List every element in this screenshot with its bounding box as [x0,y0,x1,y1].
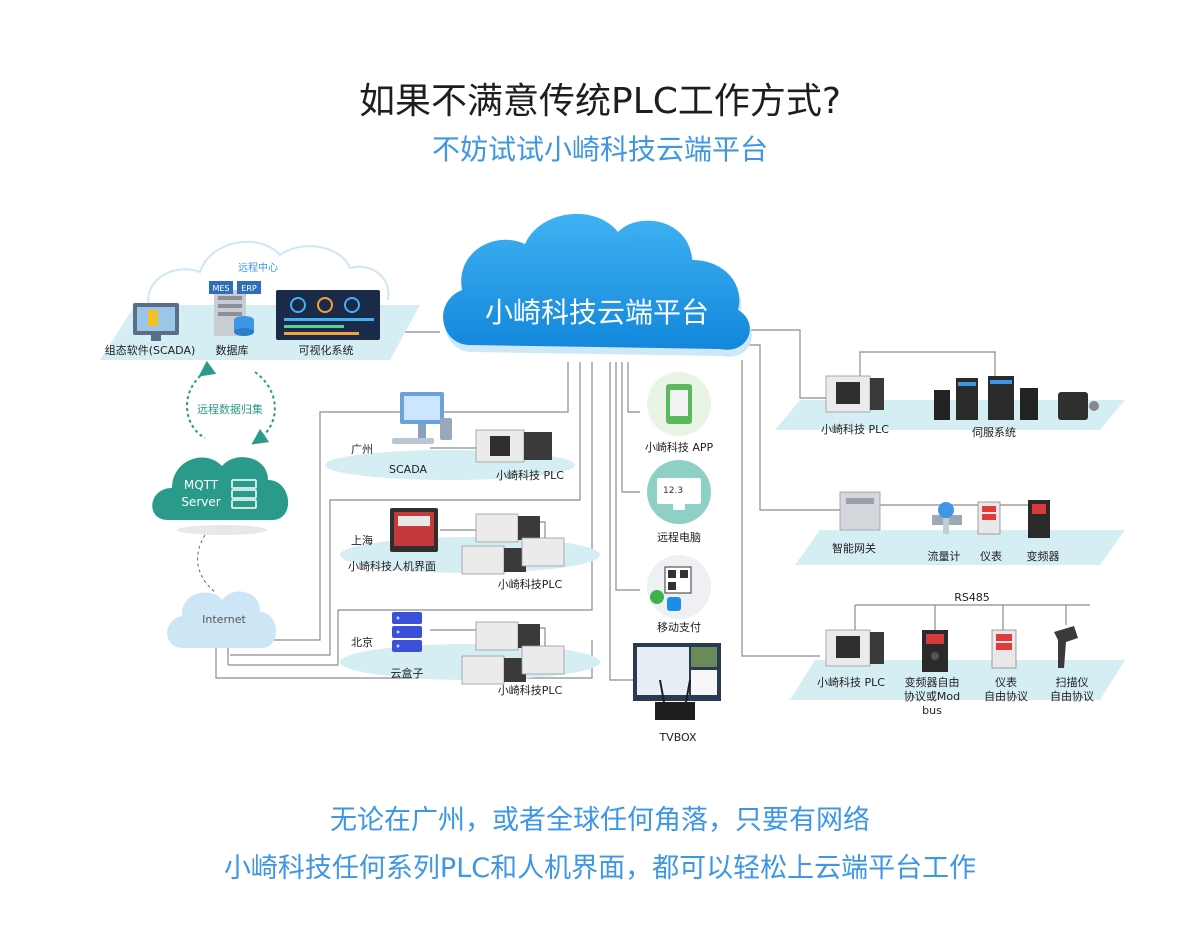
gateway-label: 智能网关 [832,541,876,555]
alipay-icon [667,597,681,611]
erp-badge [237,281,261,294]
servo-label: 伺服系统 [972,426,1016,439]
remote-center-cloud-outline [147,240,390,311]
right-gateway-row: 智能网关 流量计 仪表 变频器 [795,491,1125,565]
rs485-scan-l1: 扫描仪 [1056,675,1089,689]
pc-monitor-icon [657,478,701,504]
plc-icon [825,629,884,667]
mqtt-cloud-shape [152,457,289,520]
wechat-pay-icon [650,590,664,604]
erp-label: ERP [241,284,257,293]
hmi-screen-icon [390,508,438,552]
vfd-icon [922,630,948,672]
right-servo-row: 小崎科技 PLC 伺服系统 [775,375,1125,439]
guangzhou-plc: 小崎科技 PLC [496,468,564,482]
mes-badge [209,281,233,294]
mqtt-line1: MQTT [184,478,219,492]
middle-pc: 12.3 远程电脑 [647,460,711,544]
server-stack-icon [231,479,257,509]
app-label: 小崎科技 APP [645,440,714,454]
network-diagram: 远程中心 MES ERP [100,213,1125,744]
scada-label: 组态软件(SCADA) [105,343,196,357]
beijing-box: 云盒子 [391,666,424,680]
flow-meter-icon [932,502,962,534]
tvbox-label: TVBOX [658,731,697,744]
plc-icon [461,621,565,685]
cloud-box-icon [392,612,422,652]
site-shanghai: 上海 小崎科技人机界面 小崎科技PLC [340,508,600,591]
guangzhou-city: 广州 [351,443,373,456]
gateway-icon [839,491,881,531]
site-beijing: 北京 云盒子 小崎科技PLC [340,612,600,697]
computer-icon [392,392,452,444]
rs485-plc-label: 小崎科技 PLC [817,675,885,689]
right-rs485-row: RS485 小崎科技 PLC 变频器自由 协议或Mod bus 仪表 自由协议 … [790,591,1125,717]
middle-app: 小崎科技 APP [645,372,714,454]
database-server-icon [214,290,254,336]
plc-icon [825,375,884,413]
footer-line-2: 小崎科技任何系列PLC和人机界面，都可以轻松上云端平台工作 [223,853,977,884]
connection-lines [215,329,1090,681]
plc-icon [475,429,552,463]
internet-cloud: Internet [167,591,277,648]
scada-monitor-icon [133,303,179,341]
footer-line-1: 无论在广州，或者全球任何角落，只要有网络 [330,805,870,836]
pay-label: 移动支付 [657,621,701,634]
database-label: 数据库 [216,343,249,357]
guangzhou-scada: SCADA [389,463,427,476]
rs485-vfd-l1: 变频器自由 [905,675,960,689]
collect-arrows [186,360,276,445]
internet-label: Internet [202,613,246,626]
beijing-plc: 小崎科技PLC [498,683,563,697]
rs485-label: RS485 [954,591,990,604]
servo-drive-icon [934,376,1038,420]
mqtt-line2: Server [181,495,220,509]
visual-label: 可视化系统 [299,343,354,357]
remote-center: 远程中心 MES ERP [100,240,420,360]
mqtt-server: MQTT Server [152,457,289,535]
remote-center-label: 远程中心 [238,261,278,274]
meter-icon [991,629,1017,669]
middle-tvbox: TVBOX [633,643,721,744]
rs485-vfd-l2: 协议或Mod [904,689,960,703]
middle-pay: 移动支付 [647,555,711,634]
router-icon [655,702,695,720]
pc-label: 远程电脑 [657,531,701,544]
servo-plc-label: 小崎科技 PLC [821,422,889,436]
meter-icon [977,501,1001,535]
servo-motor-icon [1058,392,1099,420]
rs485-meter-l1: 仪表 [995,675,1017,689]
cloud-label: 小崎科技云端平台 [485,296,709,329]
mqtt-internet-link [197,534,216,593]
meter-label: 仪表 [980,549,1002,563]
collect-label: 远程数据归集 [197,402,263,416]
plc-icon [461,513,565,575]
flow-label: 流量计 [928,549,961,563]
rs485-meter-l2: 自由协议 [984,689,1028,703]
main-cloud: 小崎科技云端平台 [443,213,752,357]
page-subtitle: 不妨试试小崎科技云端平台 [431,133,768,166]
shanghai-city: 上海 [351,533,373,547]
vfd-label: 变频器 [1027,549,1060,563]
svg-text:12.3: 12.3 [663,486,683,496]
dashboard-screen-icon [276,290,380,340]
rs485-vfd-l3: bus [922,704,942,717]
shanghai-plc: 小崎科技PLC [498,577,563,591]
mes-label: MES [212,284,229,293]
page-title: 如果不满意传统PLC工作方式? [358,81,841,122]
beijing-city: 北京 [351,635,373,649]
rs485-scan-l2: 自由协议 [1050,689,1094,703]
scanner-icon [1054,626,1078,668]
vfd-icon [1028,500,1050,538]
shanghai-hmi: 小崎科技人机界面 [348,559,436,573]
site-guangzhou: 广州 SCADA 小崎科技 PLC [325,392,575,482]
